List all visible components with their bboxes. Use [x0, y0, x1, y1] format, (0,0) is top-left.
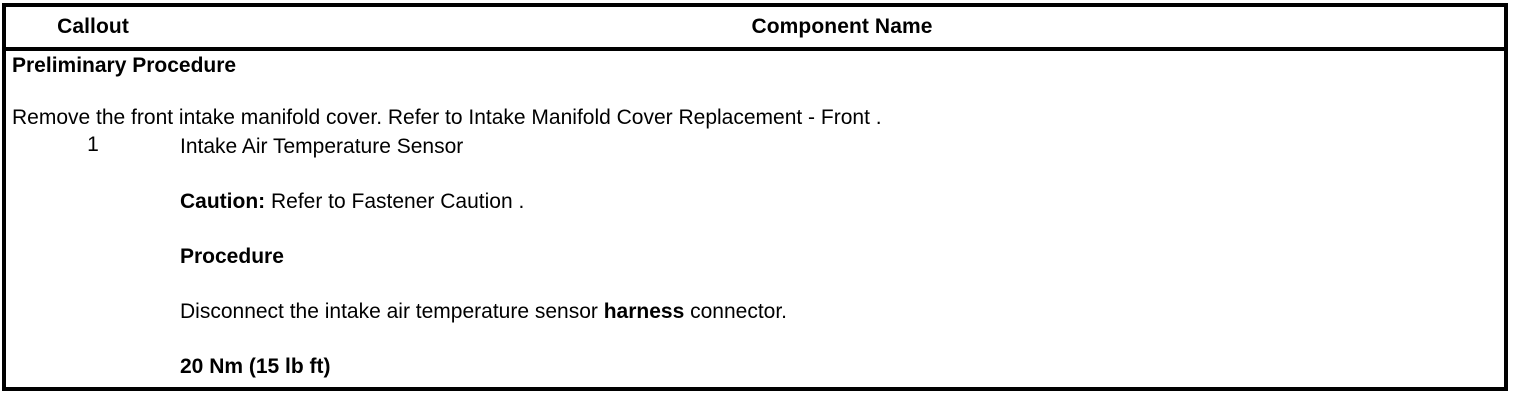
procedure-text-lead: Disconnect the intake air temperature se…: [180, 300, 604, 323]
component-name-table: Callout Component Name Preliminary Proce…: [2, 3, 1508, 391]
component-title: Intake Air Temperature Sensor: [180, 135, 464, 158]
table-header-row: Callout Component Name: [4, 5, 1506, 51]
procedure-label: Procedure: [180, 245, 284, 268]
caution-text: Refer to Fastener Caution .: [271, 190, 525, 213]
table-header: Callout Component Name: [4, 5, 1506, 51]
preliminary-procedure-text: Remove the front intake manifold cover. …: [12, 106, 882, 129]
table-body: Preliminary Procedure Remove the front i…: [4, 49, 1506, 389]
table-row: 1 Intake Air Temperature Sensor Caution:…: [4, 133, 1506, 389]
procedure-instruction: Disconnect the intake air temperature se…: [180, 298, 1504, 326]
procedure-text-emphasis: harness: [603, 300, 685, 323]
column-header-component-name: Component Name: [180, 5, 1506, 51]
preliminary-procedure-title: Preliminary Procedure: [12, 54, 237, 77]
procedure-text-tail: connector.: [684, 300, 787, 323]
torque-specification: 20 Nm (15 lb ft): [180, 355, 331, 378]
caution-line: Caution: Refer to Fastener Caution .: [180, 188, 1504, 216]
callout-number: 1: [4, 133, 180, 389]
caution-label: Caution:: [180, 190, 266, 213]
preliminary-procedure-row: Preliminary Procedure Remove the front i…: [4, 49, 1506, 133]
component-description-cell: Intake Air Temperature Sensor Caution: R…: [180, 133, 1506, 389]
preliminary-procedure-cell: Preliminary Procedure Remove the front i…: [4, 49, 1506, 133]
column-header-callout: Callout: [4, 5, 180, 51]
